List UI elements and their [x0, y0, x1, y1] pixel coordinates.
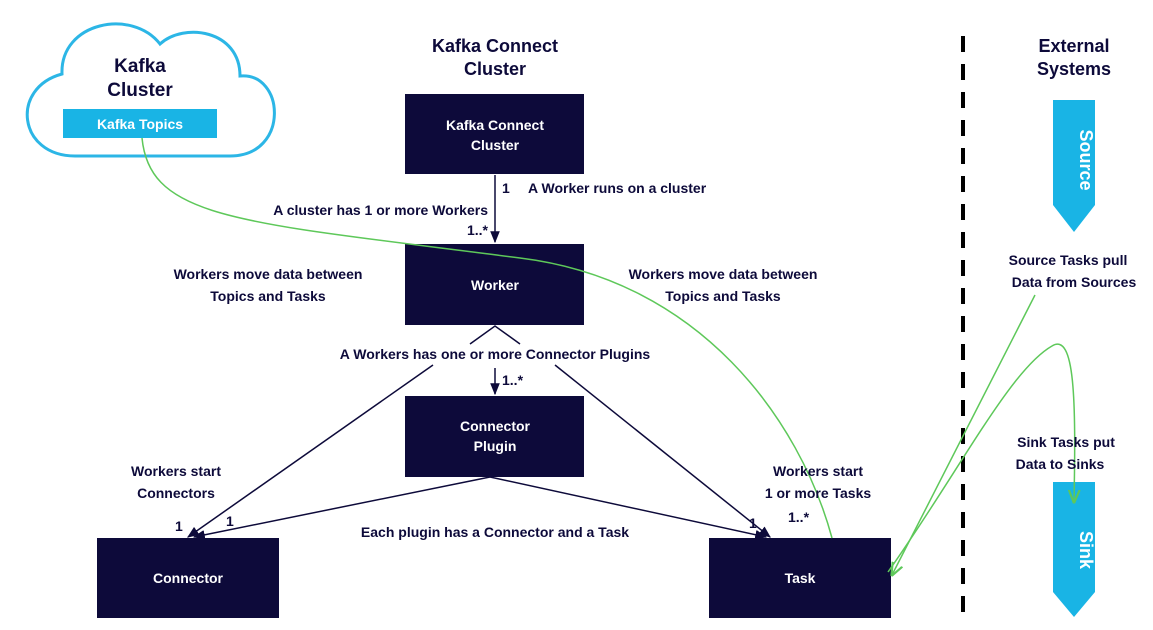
worker-task-arrow — [554, 364, 771, 538]
plugin-task-arrow — [489, 476, 768, 540]
connector-box: Connector — [97, 538, 279, 618]
sink-put-line1: Sink Tasks put — [1017, 434, 1115, 450]
mult-plugin-task: 1 — [749, 515, 757, 531]
worker-label: Worker — [471, 277, 520, 293]
task-label: Task — [785, 570, 816, 586]
source-pull-line2: Data from Sources — [1012, 274, 1137, 290]
kafka-cluster-cloud: Kafka Cluster Kafka Topics — [25, 22, 276, 158]
kc-cluster-box: Kafka Connect Cluster — [405, 94, 584, 174]
move-left-line2: Topics and Tasks — [210, 288, 326, 304]
worker-box: Worker — [405, 244, 584, 325]
header-external-line1: External — [1038, 36, 1109, 56]
kafka-topics-box — [63, 109, 217, 138]
mult-worker-task: 1..* — [788, 509, 810, 525]
move-right-line2: Topics and Tasks — [665, 288, 781, 304]
kc-cluster-label-line2: Cluster — [471, 137, 520, 153]
start-connectors-line1: Workers start — [131, 463, 221, 479]
worker-connector-arrow — [187, 364, 434, 538]
start-tasks-line1: Workers start — [773, 463, 863, 479]
worker-aggregation-diamond — [469, 325, 521, 345]
kc-cluster-label-line1: Kafka Connect — [446, 117, 544, 133]
source-arrow: Source — [1053, 100, 1096, 232]
cluster-has-label: A cluster has 1 or more Workers — [273, 202, 488, 218]
mult-cluster-worker-bottom: 1..* — [467, 222, 489, 238]
sink-arrow: Sink — [1053, 482, 1096, 617]
sink-label: Sink — [1076, 531, 1096, 570]
plugin-label-line1: Connector — [460, 418, 531, 434]
data-flow-lines — [141, 137, 1075, 575]
cloud-title-line2: Cluster — [107, 80, 173, 101]
header-external-line2: Systems — [1037, 59, 1111, 79]
mult-worker-connector: 1 — [175, 518, 183, 534]
header-kafka-connect-line2: Cluster — [464, 59, 526, 79]
sink-put-line2: Data to Sinks — [1016, 456, 1105, 472]
source-to-task-flow — [892, 294, 1036, 575]
each-plugin-label: Each plugin has a Connector and a Task — [361, 524, 629, 540]
plugins-label: A Workers has one or more Connector Plug… — [340, 346, 651, 362]
task-to-sink-flow — [887, 343, 1075, 573]
connector-label: Connector — [153, 570, 224, 586]
start-connectors-line2: Connectors — [137, 485, 215, 501]
plugin-label-line2: Plugin — [474, 438, 517, 454]
connector-plugin-box: Connector Plugin — [405, 396, 584, 477]
plugin-connector-arrow — [192, 476, 491, 540]
start-tasks-line2: 1 or more Tasks — [765, 485, 872, 501]
move-right-line1: Workers move data between — [629, 266, 818, 282]
source-label: Source — [1076, 129, 1096, 190]
kafka-topics-label: Kafka Topics — [97, 116, 183, 132]
header-kafka-connect-line1: Kafka Connect — [432, 36, 558, 56]
move-left-line1: Workers move data between — [174, 266, 363, 282]
mult-worker-plugin: 1..* — [502, 372, 524, 388]
cloud-title-line1: Kafka — [114, 56, 166, 77]
source-pull-line1: Source Tasks pull — [1009, 252, 1128, 268]
mult-cluster-worker-top: 1 — [502, 180, 510, 196]
relation-lines — [187, 175, 771, 540]
task-box: Task — [709, 538, 891, 618]
topics-to-task-flow — [141, 137, 833, 539]
relation-labels: 1 A Worker runs on a cluster A cluster h… — [131, 180, 1136, 540]
mult-plugin-connector: 1 — [226, 513, 234, 529]
worker-runs-label: A Worker runs on a cluster — [528, 180, 707, 196]
